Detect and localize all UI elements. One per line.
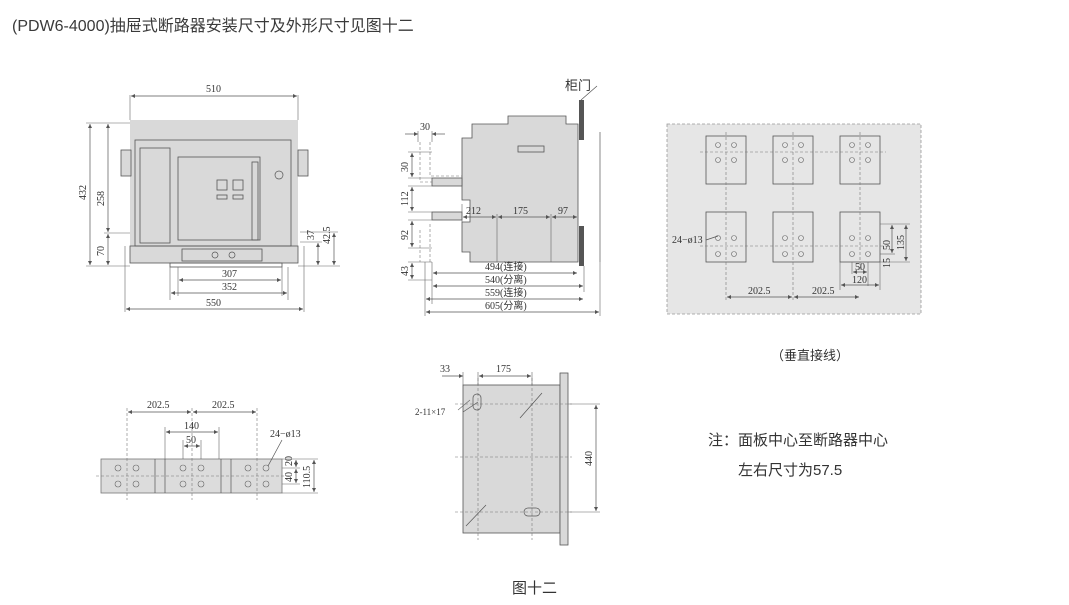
dim-vert-202-5-b: 202.5 — [812, 286, 835, 297]
note-text: 注：面板中心至断路器中心 左右尺寸为57.5 — [708, 426, 888, 486]
dim-side-540: 540(分离) — [485, 273, 527, 286]
dim-plate-33: 33 — [440, 364, 450, 375]
horizontal-wiring-diagram — [96, 408, 318, 500]
dim-plate-slots: 2-11×17 — [415, 407, 446, 417]
dim-horiz-202-5-a: 202.5 — [147, 400, 170, 411]
dim-side-212: 212 — [466, 206, 481, 217]
front-view — [86, 93, 340, 312]
dim-plate-440: 440 — [584, 451, 595, 466]
dim-side-559: 559(连接) — [485, 286, 527, 299]
dim-horiz-40: 40 — [284, 472, 295, 482]
vertical-wiring-diagram — [666, 123, 922, 315]
dim-vert-50-h: 50 — [855, 262, 865, 273]
dim-horiz-140: 140 — [184, 421, 199, 432]
dim-side-175: 175 — [513, 206, 528, 217]
dim-side-30-top: 30 — [420, 122, 430, 133]
dim-horiz-202-5-b: 202.5 — [212, 400, 235, 411]
note-line-2: 左右尺寸为57.5 — [738, 462, 843, 479]
dim-side-97: 97 — [558, 206, 568, 217]
figure-caption: 图十二 — [511, 580, 557, 597]
dim-side-494: 494(连接) — [485, 260, 527, 273]
dim-307: 307 — [222, 269, 237, 280]
note-line-1: 注：面板中心至断路器中心 — [708, 432, 889, 449]
dim-plate-175: 175 — [496, 364, 511, 375]
dim-side-43: 43 — [400, 266, 411, 276]
dim-vert-50: 50 — [882, 240, 893, 250]
dim-510: 510 — [206, 84, 221, 95]
dim-vert-120: 120 — [852, 275, 867, 286]
dim-horiz-50: 50 — [186, 435, 196, 446]
vertical-wiring-caption: （垂直接线） — [770, 348, 849, 363]
dim-side-605: 605(分离) — [485, 299, 527, 312]
dim-horiz-110-5: 110.5 — [302, 466, 313, 488]
dim-side-112: 112 — [400, 191, 411, 206]
dim-70: 70 — [96, 246, 107, 256]
dim-side-92: 92 — [400, 230, 411, 240]
page-title: (PDW6-4000)抽屉式断路器安装尺寸及外形尺寸见图十二 — [12, 18, 414, 35]
dim-horiz-20: 20 — [284, 456, 295, 466]
dim-vert-135: 135 — [896, 235, 907, 250]
dim-37: 37 — [306, 230, 317, 240]
dim-horiz-holes: 24−ø13 — [270, 429, 301, 440]
dim-432: 432 — [78, 185, 89, 200]
side-view — [405, 85, 601, 316]
dim-vert-holes: 24−ø13 — [672, 235, 703, 246]
dim-42-5: 42.5 — [322, 227, 333, 245]
dim-side-30-left: 30 — [400, 162, 411, 172]
dim-550: 550 — [206, 298, 221, 309]
dim-352: 352 — [222, 282, 237, 293]
dim-vert-202-5-a: 202.5 — [748, 286, 771, 297]
cabinet-door-label: 柜门 — [565, 78, 591, 93]
mounting-plate-diagram — [442, 372, 600, 546]
dim-vert-15: 15 — [882, 258, 893, 268]
dim-258: 258 — [96, 191, 107, 206]
